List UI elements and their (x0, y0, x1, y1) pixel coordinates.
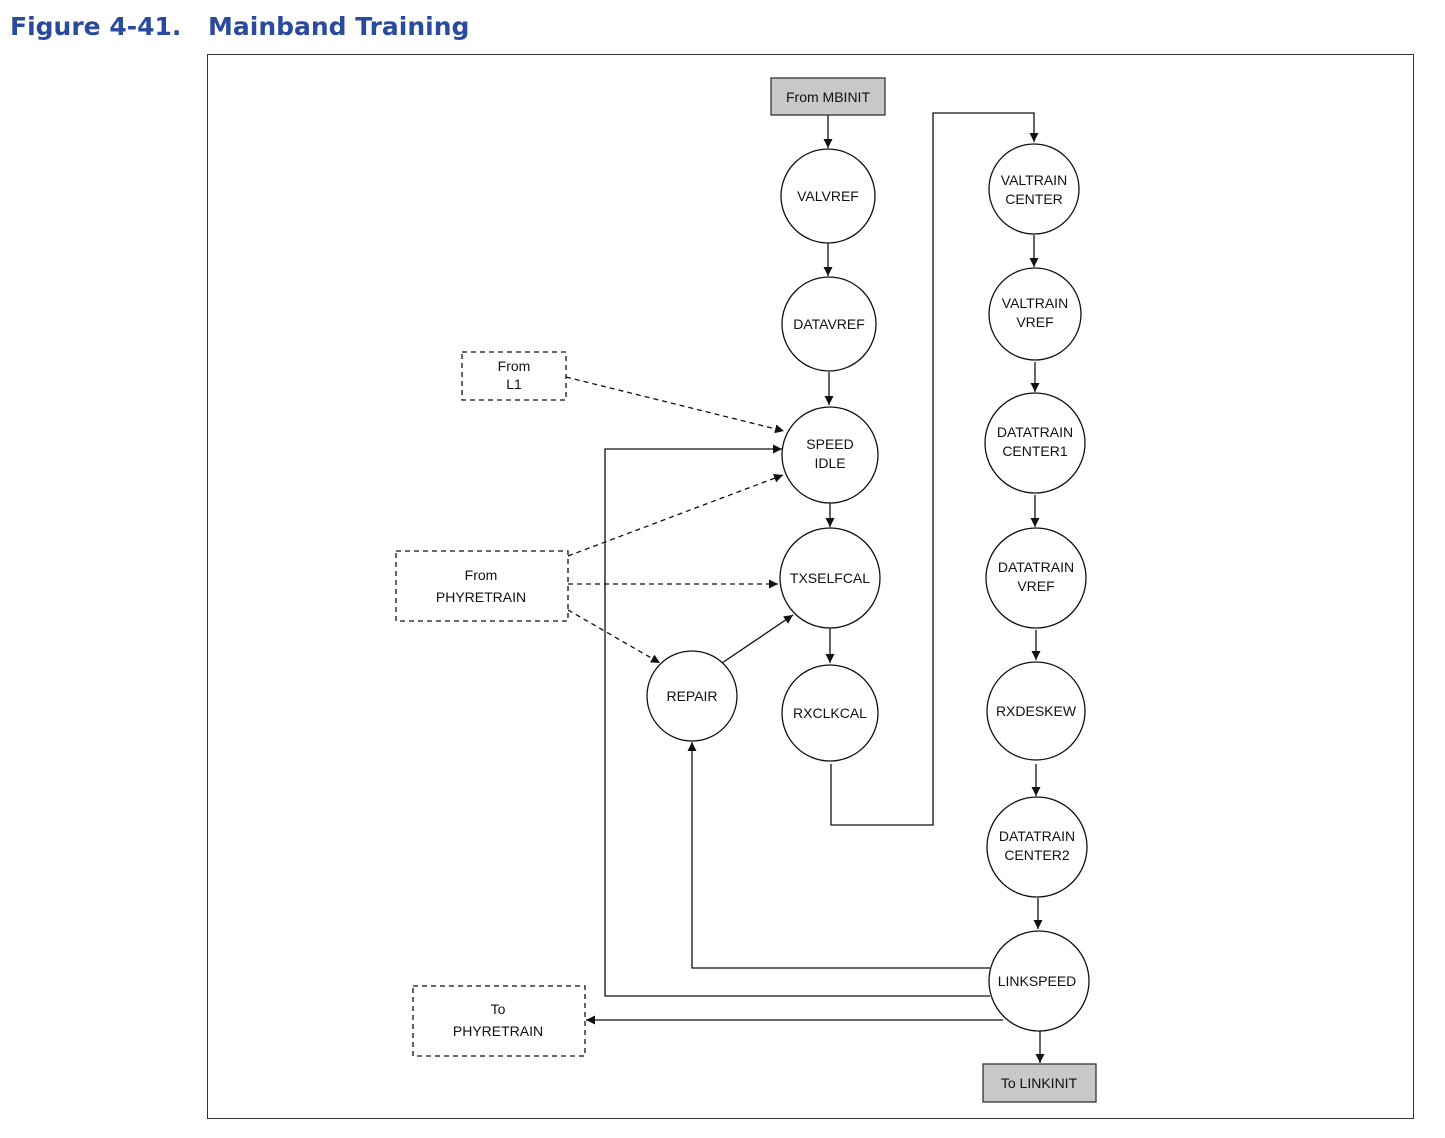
from-l1-box: From L1 (461, 351, 567, 401)
state-datatrain-vref: DATATRAIN VREF (985, 527, 1087, 629)
from-phyretrain-box: From PHYRETRAIN (395, 550, 569, 622)
to-phyretrain-box: To PHYRETRAIN (412, 985, 586, 1057)
edge-linkspeed-speedidle (604, 444, 990, 997)
state-valtrain-center-line2: CENTER (1005, 191, 1063, 207)
edge-linkspeed-repair (687, 742, 990, 969)
state-txselfcal: TXSELFCAL (779, 527, 881, 629)
edge-phyretrain-speedidle (567, 473, 784, 557)
from-l1-line1: From (498, 358, 531, 374)
state-rxdeskew-label: RXDESKEW (996, 703, 1077, 719)
state-linkspeed-label: LINKSPEED (998, 973, 1077, 989)
state-speed-idle-line1: SPEED (806, 436, 853, 452)
state-valtrain-vref: VALTRAIN VREF (988, 267, 1082, 361)
state-repair: REPAIR (646, 650, 738, 742)
figure-number: Figure 4-41. (10, 11, 182, 41)
state-valtrain-vref-line1: VALTRAIN (1002, 295, 1068, 311)
to-linkinit-label: To LINKINIT (1001, 1075, 1078, 1091)
state-valvref-label: VALVREF (797, 188, 859, 204)
state-valtrain-center: VALTRAIN CENTER (988, 143, 1080, 235)
figure-caption: Figure 4-41. Mainband Training (10, 8, 469, 44)
from-phyretrain-line1: From (465, 567, 498, 583)
figure-title: Mainband Training (208, 11, 470, 41)
state-rxdeskew: RXDESKEW (986, 661, 1086, 761)
from-mbinit-label: From MBINIT (786, 89, 870, 105)
state-datavref-label: DATAVREF (793, 316, 865, 332)
state-datatrain-center2-line2: CENTER2 (1004, 847, 1070, 863)
to-phyretrain-line1: To (491, 1001, 506, 1017)
state-datatrain-center1: DATATRAIN CENTER1 (984, 392, 1086, 494)
state-rxclkcal: RXCLKCAL (781, 664, 879, 762)
state-datatrain-vref-line1: DATATRAIN (998, 559, 1074, 575)
state-valvref: VALVREF (780, 148, 876, 244)
edge-phyretrain-repair (567, 609, 661, 664)
edge-l1-speedidle (565, 376, 785, 434)
from-phyretrain-line2: PHYRETRAIN (436, 589, 526, 605)
edge-repair-txselfcal (721, 614, 794, 664)
from-mbinit-box: From MBINIT (770, 77, 886, 116)
state-repair-label: REPAIR (666, 688, 717, 704)
state-datatrain-vref-line2: VREF (1017, 578, 1054, 594)
state-datatrain-center2: DATATRAIN CENTER2 (986, 796, 1088, 898)
state-valtrain-vref-line2: VREF (1016, 314, 1053, 330)
state-datatrain-center1-line2: CENTER1 (1002, 443, 1068, 459)
state-datatrain-center2-line1: DATATRAIN (999, 828, 1075, 844)
state-speed-idle-line2: IDLE (814, 455, 845, 471)
state-txselfcal-label: TXSELFCAL (790, 570, 870, 586)
state-datavref: DATAVREF (781, 276, 877, 372)
state-speed-idle: SPEED IDLE (781, 406, 879, 504)
edge-rxclkcal-valtraincenter (830, 112, 1039, 826)
to-phyretrain-line2: PHYRETRAIN (453, 1023, 543, 1039)
state-valtrain-center-line1: VALTRAIN (1001, 172, 1067, 188)
state-datatrain-center1-line1: DATATRAIN (997, 424, 1073, 440)
to-linkinit-box: To LINKINIT (982, 1063, 1097, 1103)
state-linkspeed: LINKSPEED (988, 930, 1090, 1032)
state-rxclkcal-label: RXCLKCAL (793, 705, 867, 721)
from-l1-line2: L1 (506, 376, 522, 392)
